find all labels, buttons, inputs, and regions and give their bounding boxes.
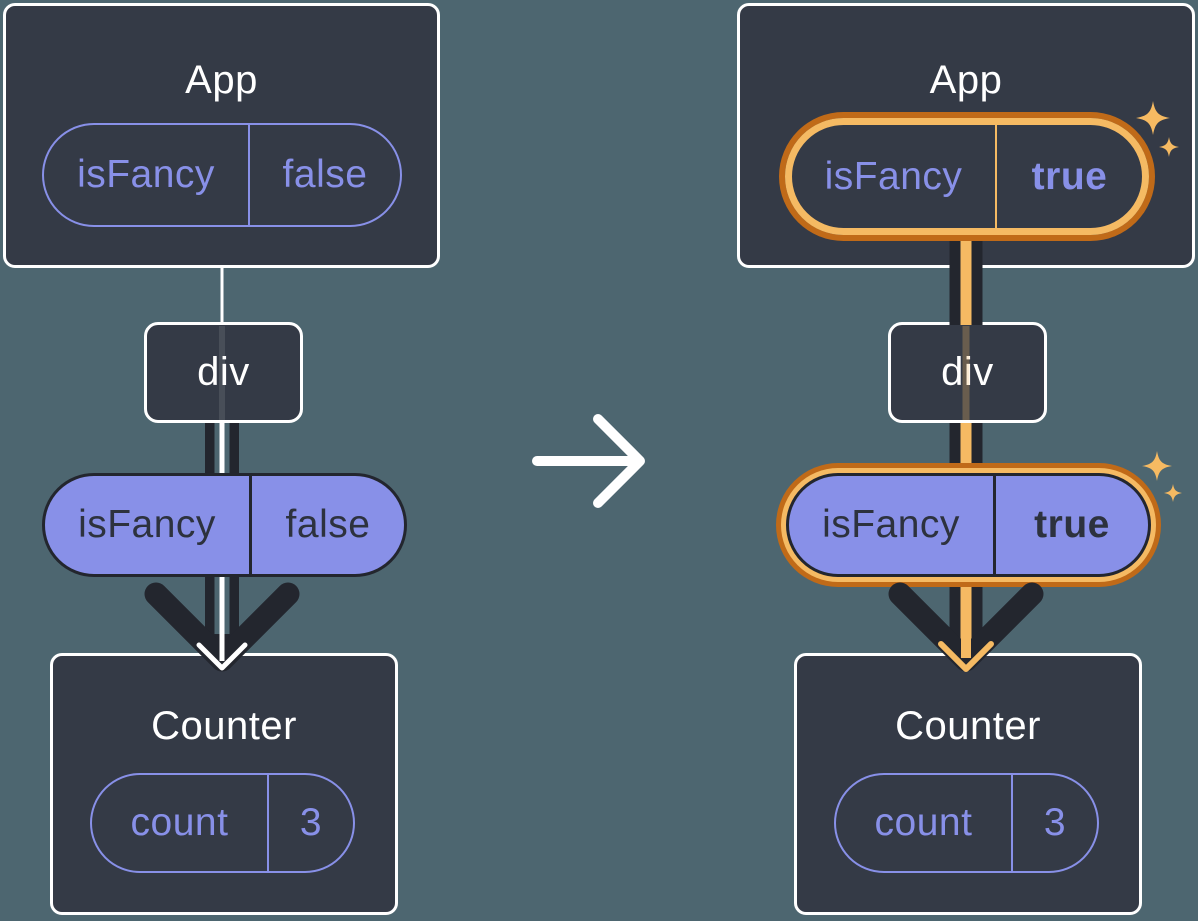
state-value: true (995, 125, 1142, 228)
count-value: 3 (267, 775, 353, 871)
state-name: isFancy (824, 154, 963, 198)
arrow-right-icon (532, 414, 645, 508)
state-pill-app-before: isFancy false (42, 123, 402, 227)
arrowhead-tip-after (938, 641, 994, 672)
count-value: 3 (1011, 775, 1097, 871)
state-value: false (248, 125, 400, 225)
prop-value: false (249, 476, 404, 574)
prop-value: true (993, 476, 1148, 574)
sparkle-icon (1142, 451, 1182, 502)
count-name: count (130, 801, 229, 844)
counter-title: Counter (895, 704, 1041, 748)
sparkle-icon (1136, 101, 1179, 157)
div-title: div (197, 350, 250, 395)
prop-name: isFancy (822, 503, 960, 546)
state-pill-app-after: isFancy true (785, 118, 1149, 235)
div-box-before: div (144, 322, 303, 423)
app-title: App (929, 58, 1003, 102)
state-name: isFancy (77, 153, 215, 196)
counter-title: Counter (151, 704, 297, 748)
arrowhead-tip-before (196, 642, 248, 671)
passed-prop-pill-before: isFancy false (42, 473, 407, 577)
passed-prop-pill-after: isFancy true (786, 473, 1151, 577)
count-name: count (874, 801, 973, 844)
prop-name: isFancy (78, 503, 216, 546)
div-title: div (941, 350, 994, 395)
app-title: App (185, 58, 258, 102)
arrowhead-dark-after (888, 582, 1044, 672)
count-pill-after: count 3 (834, 773, 1099, 873)
count-pill-before: count 3 (90, 773, 355, 873)
